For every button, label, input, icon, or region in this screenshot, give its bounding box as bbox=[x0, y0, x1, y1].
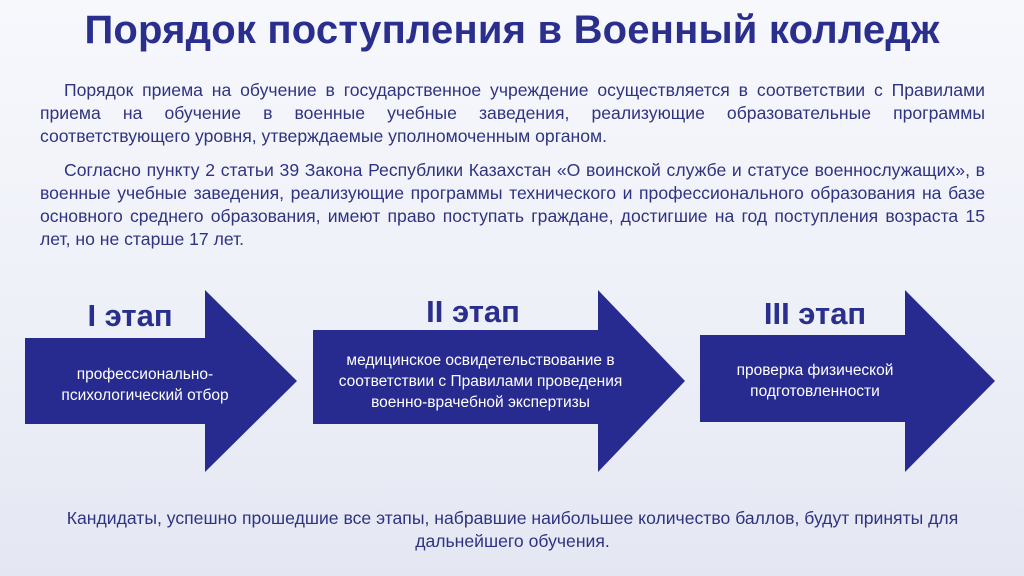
stage-2-text: медицинское освидетельствование в соотве… bbox=[338, 352, 623, 411]
law-paragraph: Согласно пункту 2 статьи 39 Закона Респу… bbox=[40, 160, 985, 249]
stage-1-arrow: I этап профессионально-психологический о… bbox=[25, 290, 297, 472]
stage-1-text: профессионально-психологический отбор bbox=[61, 366, 229, 404]
intro-paragraph: Порядок приема на обучение в государстве… bbox=[40, 80, 985, 146]
stage-3-arrow: III этап проверка физической подготовлен… bbox=[700, 290, 995, 472]
stage-2-arrow: II этап медицинское освидетельствование … bbox=[313, 290, 685, 472]
stage-3-label: III этап bbox=[763, 296, 867, 331]
stage-2-label: II этап bbox=[426, 294, 520, 329]
stage-3-text: проверка физической подготовленности bbox=[736, 362, 894, 400]
stage-1-label: I этап bbox=[87, 298, 173, 333]
footer-note: Кандидаты, успешно прошедшие все этапы, … bbox=[66, 508, 959, 551]
page-title: Порядок поступления в Военный колледж bbox=[84, 8, 940, 52]
